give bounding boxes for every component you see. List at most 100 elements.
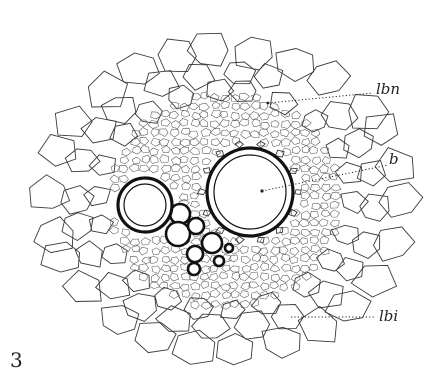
fiber-cell	[270, 110, 279, 117]
parenchyma-cell	[326, 138, 349, 158]
fiber-cell	[320, 236, 329, 244]
fiber-cell	[192, 112, 201, 119]
fiber-cell	[281, 138, 291, 146]
fiber-cell	[140, 138, 149, 146]
parenchyma-cell	[254, 64, 283, 89]
fiber-cell	[331, 185, 341, 191]
parenchyma-cell	[336, 258, 363, 281]
fiber-cell	[171, 147, 180, 154]
fiber-cell	[271, 247, 280, 256]
fiber-cell	[291, 237, 301, 244]
fiber-cell	[301, 184, 309, 192]
label-b: b	[389, 150, 399, 168]
fiber-cell	[330, 192, 341, 200]
figure-number: 3	[10, 348, 23, 372]
fiber-cell	[309, 264, 318, 271]
fiber-cell	[291, 156, 300, 164]
fiber-cell	[152, 237, 161, 245]
fiber-cell	[239, 119, 248, 126]
fiber-cell	[309, 229, 319, 236]
fiber-cell	[110, 184, 120, 192]
fiber-cell	[111, 164, 120, 171]
fiber-cell	[180, 139, 190, 147]
fiber-cell	[149, 282, 159, 288]
parenchyma-cell	[63, 270, 102, 301]
fiber-cell	[221, 130, 230, 136]
fiber-cell	[122, 229, 130, 237]
parenchyma-cell	[271, 305, 304, 329]
fiber-cell	[259, 113, 269, 121]
fiber-cell	[260, 263, 269, 271]
fiber-cell	[312, 203, 322, 209]
parenchyma-cell	[65, 149, 100, 172]
parenchyma-cell	[55, 106, 92, 136]
fiber-cell	[309, 219, 319, 226]
parenchyma-cell	[364, 114, 398, 145]
fiber-cell	[180, 156, 189, 163]
fiber-cell	[249, 282, 259, 288]
fiber-cell	[189, 131, 199, 139]
fiber-cell	[321, 210, 330, 217]
parenchyma-cell	[379, 183, 423, 218]
fiber-cell	[291, 121, 301, 129]
fiber-cell	[310, 184, 320, 191]
fiber-cell	[299, 219, 310, 227]
fiber-cell	[170, 174, 180, 181]
fiber-cell	[261, 122, 270, 129]
parenchyma-cell	[41, 242, 80, 272]
fiber-cell	[169, 111, 179, 119]
label-lbi: lbi	[379, 307, 398, 325]
fiber-cell	[260, 273, 268, 281]
parenchyma-cell	[62, 213, 93, 241]
fiber-cell	[301, 156, 311, 164]
fiber-cell	[162, 257, 170, 263]
parenchyma-cell	[61, 186, 94, 215]
parenchyma-cell	[251, 292, 281, 314]
fiber-cell	[221, 101, 230, 108]
fiber-cell	[171, 138, 180, 146]
fiber-cell	[190, 147, 200, 154]
fiber-cell	[271, 139, 280, 146]
fiber-cell	[229, 282, 238, 290]
fiber-cell	[179, 194, 188, 201]
fiber-cell	[148, 121, 158, 129]
parenchyma-cell	[353, 232, 380, 259]
fiber-cell	[170, 129, 179, 137]
fiber-cell	[281, 264, 290, 271]
fiber-cell	[132, 146, 141, 154]
fiber-cell	[270, 131, 279, 138]
fiber-cell	[160, 155, 169, 163]
fiber-cell	[280, 227, 288, 235]
sheath-cell	[257, 141, 266, 147]
fiber-cell	[280, 283, 288, 291]
fiber-cell	[220, 139, 230, 147]
fiber-cell	[161, 173, 170, 181]
fiber-cell	[300, 200, 308, 207]
parenchyma-cell	[102, 306, 139, 335]
fiber-cell	[121, 156, 129, 163]
fiber-cell	[300, 130, 310, 137]
fiber-cell	[282, 121, 291, 129]
parenchyma-cell	[156, 306, 191, 332]
parenchyma-cell	[158, 39, 196, 72]
fiber-cell	[161, 247, 170, 255]
fiber-cell	[222, 292, 232, 299]
fiber-cell	[200, 273, 209, 280]
large-vessel	[207, 148, 293, 236]
fiber-cell	[232, 103, 240, 111]
fiber-cell	[302, 211, 311, 220]
fiber-cell	[299, 238, 307, 245]
fiber-cell	[209, 273, 218, 280]
fiber-cell	[170, 181, 178, 188]
fiber-cell	[161, 165, 170, 173]
parenchyma-cell	[135, 323, 176, 353]
fiber-cell	[182, 165, 190, 173]
fiber-cell	[281, 254, 290, 261]
parenchyma-cell	[221, 300, 245, 318]
fiber-cell	[251, 263, 259, 271]
fiber-cell	[321, 184, 330, 192]
fiber-cell	[171, 257, 180, 265]
parenchyma-cell	[298, 306, 336, 342]
fiber-cell	[330, 210, 339, 217]
